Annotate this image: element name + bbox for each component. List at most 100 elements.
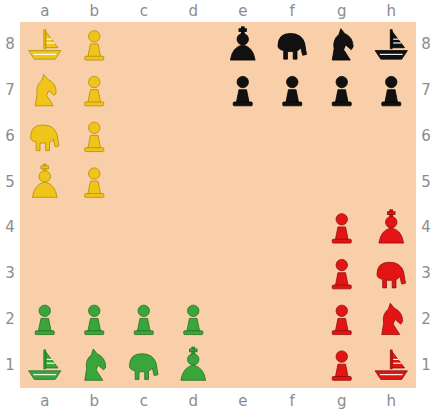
board-coordinate: 3 [5,266,15,281]
king-piece [181,347,206,380]
pawn-piece [332,76,351,105]
board-coordinate: h [386,4,396,19]
boat-piece [29,30,61,59]
piece-part [332,29,353,60]
piece-part [46,32,58,48]
pawn-piece [332,351,351,380]
hull-stripe [380,54,403,55]
board-coordinate: c [140,4,148,19]
board-coordinate: 1 [5,358,15,373]
board-coordinate: a [40,4,49,19]
piece-part [85,349,106,380]
piece-part [332,331,351,335]
elephant-piece [31,125,60,151]
piece-part [39,305,50,316]
piece-part [189,349,197,352]
king-piece [379,210,404,243]
sail-stripe [47,39,52,40]
knight-piece [382,303,403,334]
boat-piece [375,350,407,379]
hull-stripe [33,374,56,375]
board-coordinate: b [89,394,99,409]
piece-part [89,168,100,179]
piece-part [85,102,104,106]
piece-part [46,352,58,368]
pawn-piece [184,305,203,334]
piece-part [387,212,395,215]
board-coordinate: g [337,394,347,409]
piece-part [31,125,60,151]
piece-part [188,305,199,316]
board-coordinate: 8 [5,37,15,52]
board-coordinate: 6 [5,129,15,144]
board-coordinate: 1 [421,358,431,373]
piece-part [382,102,401,106]
piece-part [237,33,248,44]
piece-part [181,365,206,380]
sail-stripe [393,39,398,40]
piece-part [237,76,248,87]
piece-part [386,76,397,87]
board-coordinate: 8 [421,37,431,52]
piece-part [130,354,159,380]
king-piece [32,164,57,197]
sail-stripe [393,42,401,43]
piece-part [29,371,61,380]
piece-part [89,76,100,87]
knight-piece [35,74,56,105]
board-coordinate: 4 [5,220,15,235]
piece-part [386,216,397,227]
piece-part [379,228,404,243]
pawn-piece [85,31,104,60]
sail-stripe [47,359,52,360]
board-coordinate: 6 [421,129,431,144]
piece-part [336,259,347,270]
board-coordinate: e [238,394,247,409]
pawn-piece [35,305,54,334]
elephant-piece [130,354,159,380]
piece-part [32,182,57,197]
board-coordinate: d [188,4,198,19]
board-coordinate: c [140,394,148,409]
piece-part [233,102,252,106]
board-coordinate: 2 [5,312,15,327]
sail-stripe [47,363,55,364]
piece-part [336,76,347,87]
piece-part [29,51,61,60]
piece-part [375,51,407,60]
sail-stripe [393,359,398,360]
piece-part [392,32,404,48]
piece-part [138,305,149,316]
piece-part [85,148,104,152]
piece-part [35,331,54,335]
piece-part [35,74,56,105]
pawn-piece [85,122,104,151]
piece-part [39,171,50,182]
pawn-piece [332,214,351,243]
board-coordinate: 5 [5,175,15,190]
piece-part [377,262,406,288]
piece-part [287,76,298,87]
piece-part [336,214,347,225]
pawn-piece [85,305,104,334]
piece-part [89,122,100,133]
piece-part [283,102,302,106]
pawn-piece [283,76,302,105]
board-coordinate: 7 [5,83,15,98]
piece-part [336,305,347,316]
hull-stripe [33,54,56,55]
hull-stripe [380,374,403,375]
piece-part [332,239,351,243]
piece-part [188,354,199,365]
boat-piece [375,30,407,59]
piece-part [89,31,100,42]
sail-stripe [393,363,401,364]
piece-part [85,331,104,335]
piece-part [382,303,403,334]
pawn-piece [332,305,351,334]
piece-part [85,56,104,60]
board-coordinate: 2 [421,312,431,327]
piece-part [392,352,404,368]
